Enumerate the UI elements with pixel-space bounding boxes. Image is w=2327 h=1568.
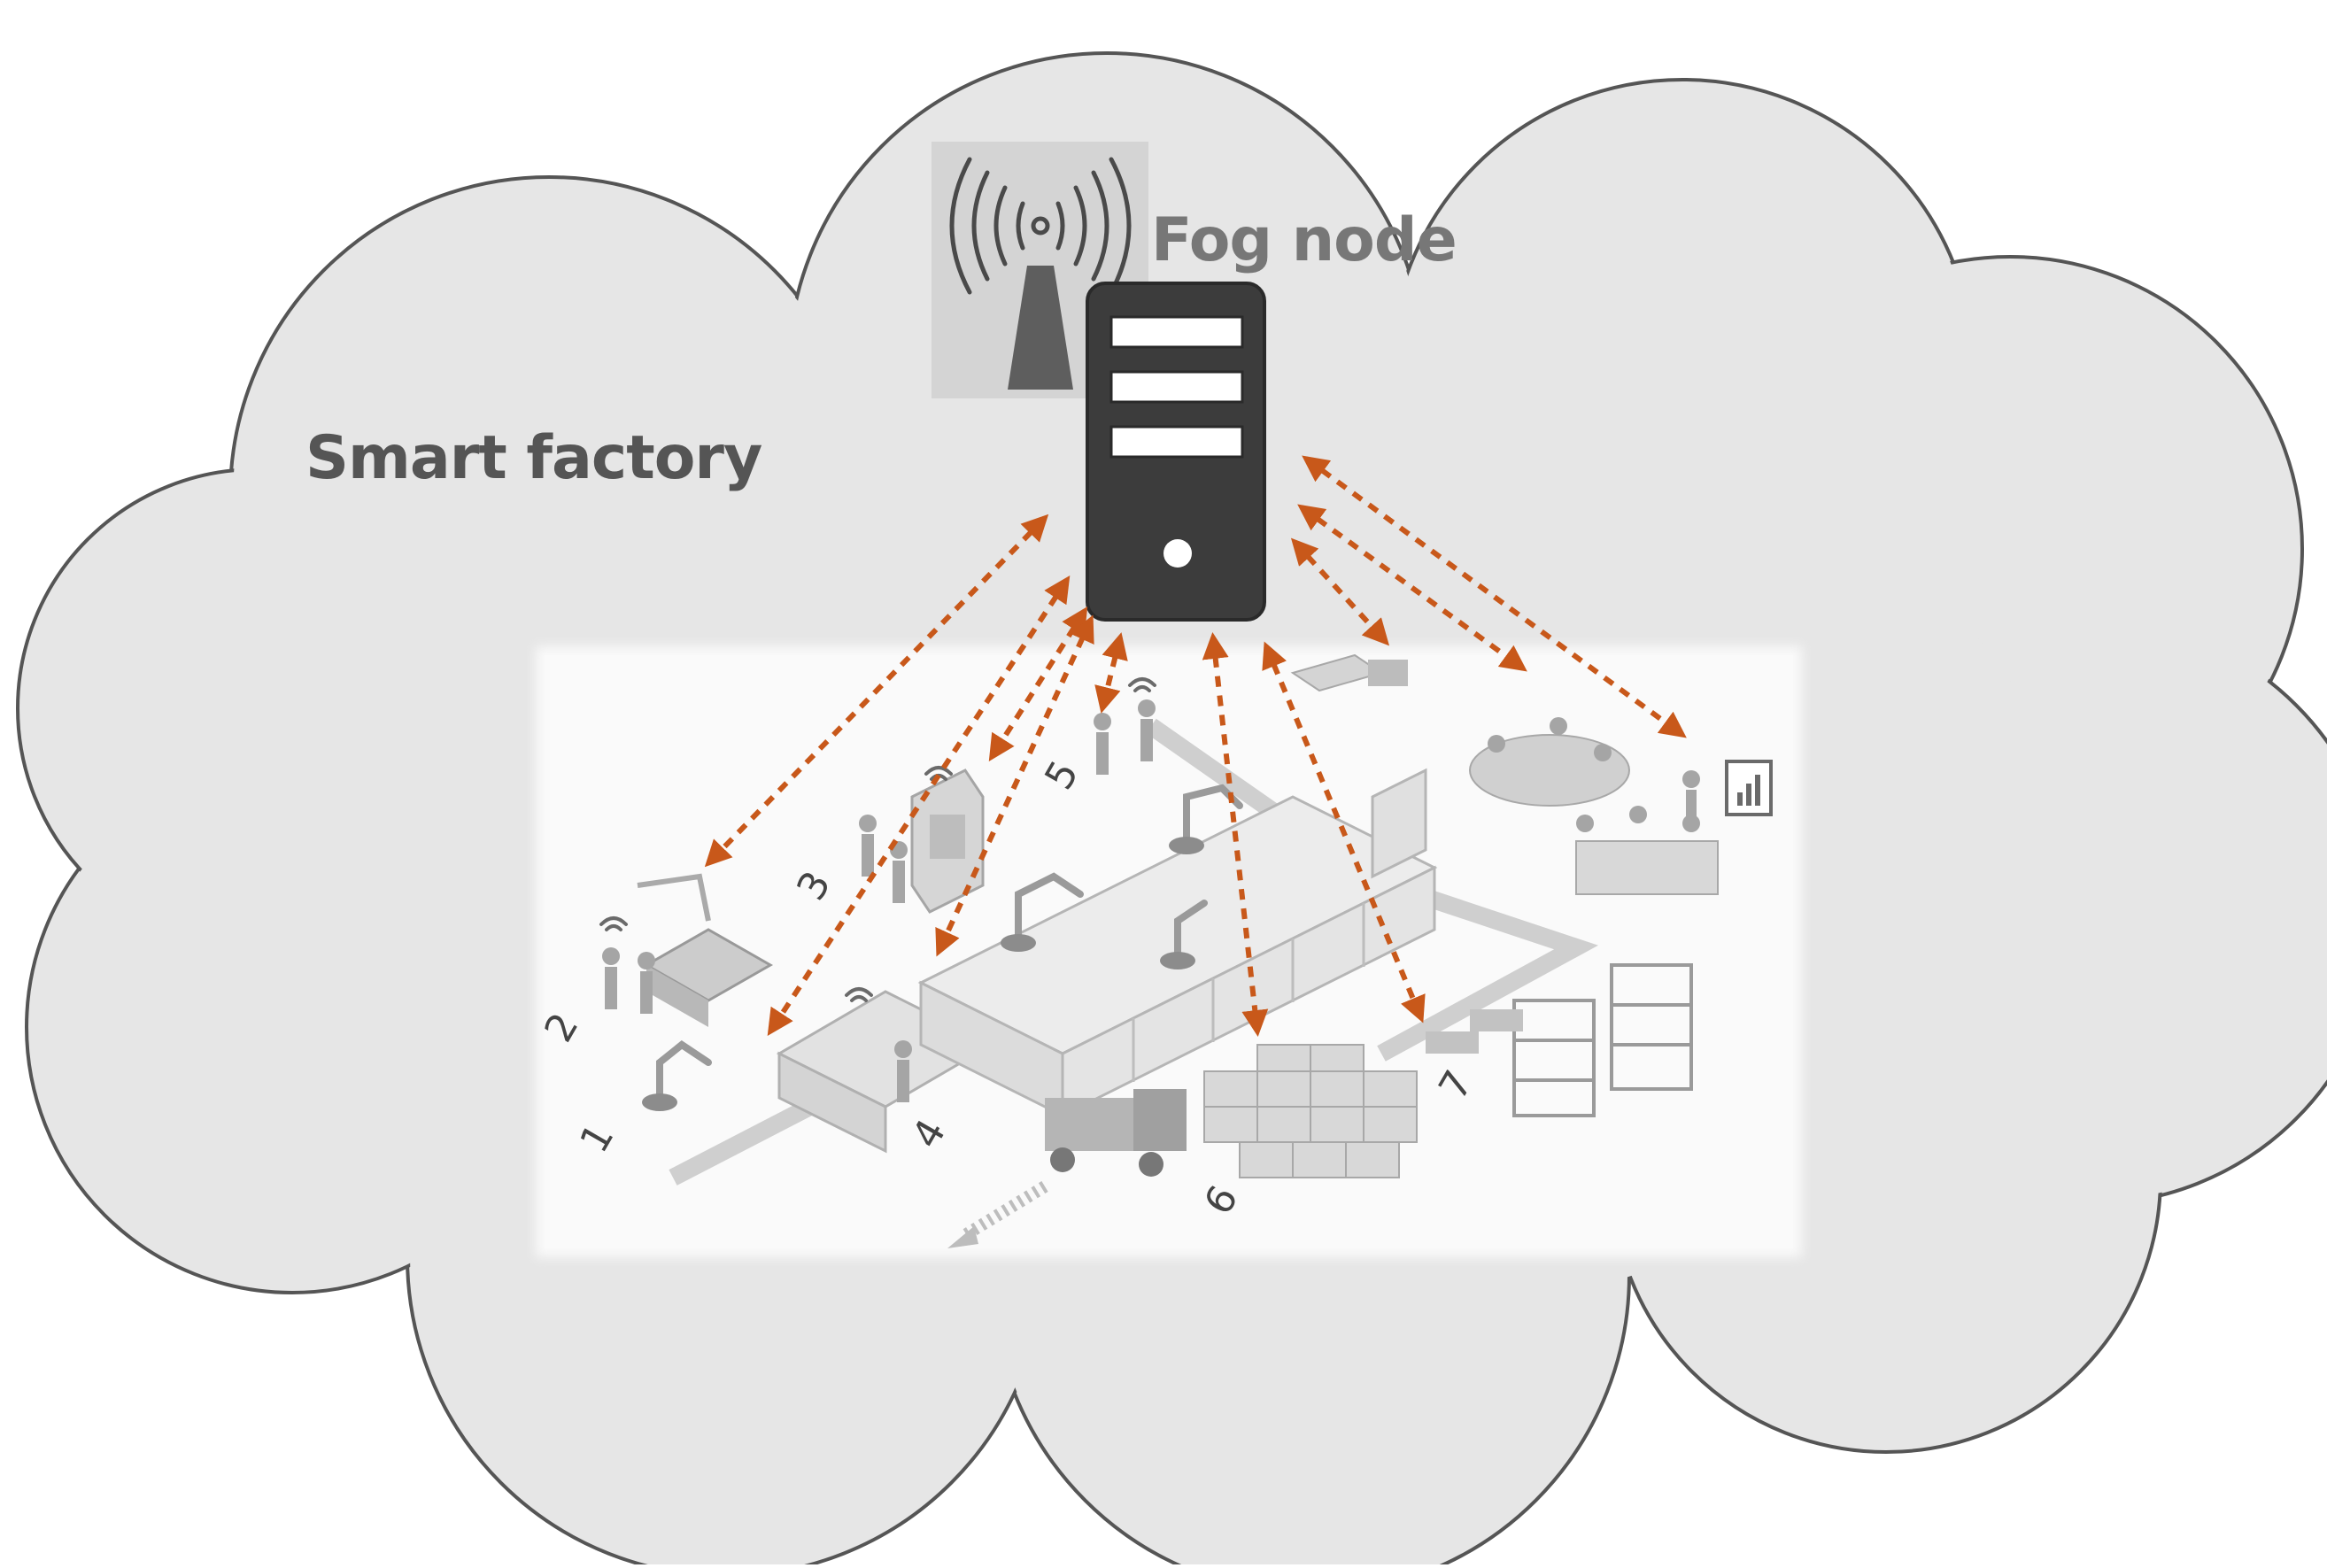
pallet-stacks bbox=[1203, 1044, 1418, 1178]
forklift-icon bbox=[1045, 1089, 1187, 1177]
machine-3 bbox=[910, 769, 985, 914]
server-icon[interactable] bbox=[1086, 282, 1266, 622]
smart-factory-label: Smart factory bbox=[305, 423, 762, 493]
fog-node-label: Fog node bbox=[1151, 205, 1457, 275]
dashboard-monitor-icon bbox=[1725, 760, 1773, 816]
exit-arrow bbox=[947, 1181, 1048, 1248]
communication-arrows bbox=[704, 455, 1687, 1037]
arrow-2 bbox=[767, 575, 1071, 1037]
arrow-7 bbox=[1262, 641, 1426, 1023]
warehouse-rack-icon bbox=[1512, 963, 1693, 1117]
arrow-6 bbox=[1202, 632, 1269, 1037]
arrow-4 bbox=[935, 614, 1094, 957]
machine-2 bbox=[637, 873, 774, 1027]
arrow-5 bbox=[1094, 632, 1128, 714]
